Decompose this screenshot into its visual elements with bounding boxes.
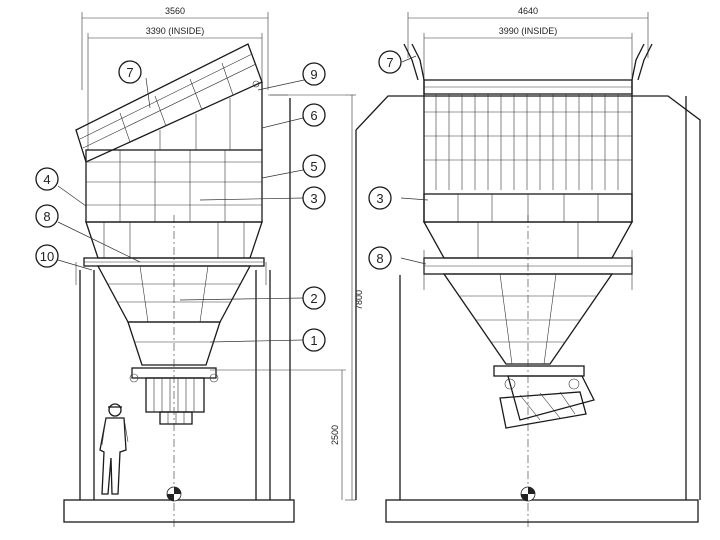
left-view: 3560 3390 (INSIDE): [35, 6, 364, 530]
callout-2-left: 2: [310, 291, 317, 306]
dim-total-height-label: 7800: [354, 290, 364, 310]
callout-5-left: 5: [310, 159, 317, 174]
dim-discharge-height: 2500: [210, 369, 346, 500]
dim-discharge-height-label: 2500: [330, 425, 340, 445]
sloped-inlet-hood: [75, 43, 263, 163]
dim-right-inside-label: 3990 (INSIDE): [499, 26, 558, 36]
left-callouts: 7 9 6 4 5 3 8 10 2: [35, 60, 326, 352]
callout-8-right: 8: [376, 251, 383, 266]
left-datum-marker: [166, 486, 182, 502]
dim-left-inside-label: 3390 (INSIDE): [146, 26, 205, 36]
right-callouts: 7 3 8: [368, 50, 429, 270]
human-figure: [99, 403, 129, 495]
left-lower-hopper: [96, 265, 252, 366]
right-building: [355, 95, 701, 523]
right-discharge-valve: [493, 365, 595, 429]
dim-left-overall: 3560: [81, 6, 269, 90]
right-datum-marker: [520, 486, 536, 502]
right-view: 4640 3990 (INSIDE): [355, 6, 701, 530]
dim-total-height: 7800: [345, 94, 364, 501]
callout-6-left: 6: [310, 108, 317, 123]
callout-4-left: 4: [43, 172, 50, 187]
callout-8-left: 8: [43, 209, 50, 224]
dim-right-overall-label: 4640: [518, 6, 538, 16]
callout-10-left: 10: [40, 249, 54, 264]
left-support-frame: [63, 94, 345, 523]
dim-left-overall-label: 3560: [165, 6, 185, 16]
right-inlet-flares: [403, 43, 653, 81]
dim-right-inside: 3990 (INSIDE): [423, 26, 633, 80]
callout-3-left: 3: [310, 191, 317, 206]
callout-7-right: 7: [386, 55, 393, 70]
callout-9-left: 9: [310, 67, 317, 82]
callout-1-left: 1: [310, 333, 317, 348]
right-filter-bags: [423, 79, 633, 222]
callout-7-left: 7: [126, 65, 133, 80]
left-discharge-valve: [129, 367, 219, 425]
callout-3-right: 3: [376, 191, 383, 206]
dim-left-inside: 3390 (INSIDE): [87, 26, 263, 150]
left-casing: [85, 82, 263, 223]
dim-right-overall: 4640: [407, 6, 649, 58]
